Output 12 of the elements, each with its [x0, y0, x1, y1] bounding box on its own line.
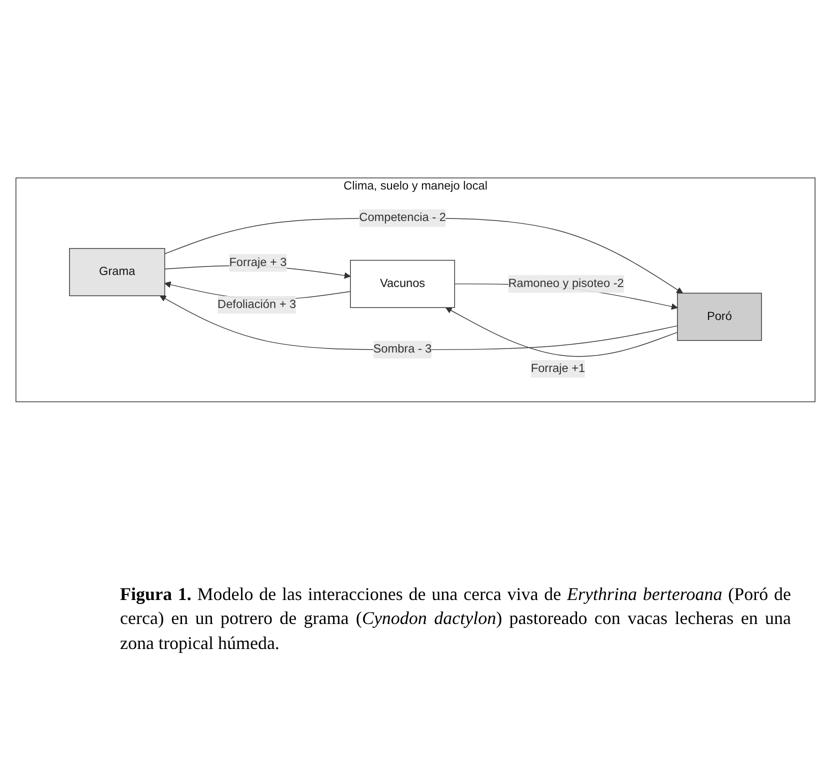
arrow	[160, 296, 678, 350]
node-box: Grama	[69, 248, 166, 296]
node-box: Poró	[677, 292, 762, 341]
edge-label: Ramoneo y pisoteo -2	[508, 277, 624, 290]
node-box: Vacunos	[350, 260, 455, 308]
figure-caption: Figura 1. Modelo de las interacciones de una cerca viva de Erythrina berteroana (Poró de cerca) en un potrero de grama (Cynodon dactylon) pastoreado con vacas lecheras en una zona tropical húmeda.	[120, 583, 791, 655]
edge-label: Sombra - 3	[373, 343, 432, 356]
edge-label: Competencia - 2	[359, 212, 446, 224]
arrow	[445, 307, 678, 357]
edge-label: Forraje +1	[530, 362, 586, 375]
edge-label: Defoliación + 3	[218, 298, 296, 311]
edge-label: Forraje + 3	[229, 256, 287, 269]
